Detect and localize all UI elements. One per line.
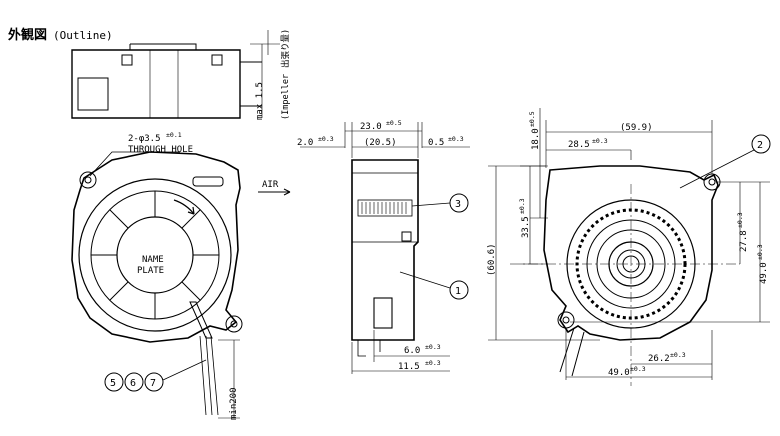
back-right-height1: 27.8 (739, 230, 749, 252)
side-bottom-dim1-tol: ±0.3 (425, 343, 441, 351)
balloon-3: 3 (455, 199, 461, 210)
back-right-height1-tol: ±0.3 (736, 212, 744, 228)
impeller-note-label: (Impeller (281, 74, 291, 120)
back-hole-x-tol: ±0.3 (592, 137, 608, 145)
impeller-note-jp-label: 出張り量) (280, 29, 291, 68)
drawing-title: 外観図 (Outline) (8, 24, 113, 43)
name-plate-line1: NAME (142, 255, 164, 265)
back-left-height-tol: ±0.3 (518, 198, 526, 214)
balloon-5: 5 (110, 378, 116, 389)
side-right-offset-tol: ±0.3 (448, 135, 464, 143)
side-left-offset-tol: ±0.3 (318, 135, 334, 143)
side-right-offset: 0.5 (428, 138, 444, 148)
side-bottom-dim1: 6.0 (404, 346, 420, 356)
back-bottom-dim1: 26.2 (648, 354, 670, 364)
back-top-offset-tol: ±0.5 (528, 111, 536, 127)
back-right-height2: 49.0 (759, 262, 769, 284)
balloon-7: 7 (150, 378, 156, 389)
side-width-inner: (20.5) (364, 138, 397, 148)
front-view: 2-φ3.5 ±0.1 THROUGH HOLE NAME PLATE AIR … (71, 131, 291, 420)
back-overall-height: (60.6) (487, 243, 497, 276)
hole-callout: 2-φ3.5 (128, 134, 161, 144)
side-left-offset: 2.0 (297, 138, 313, 148)
back-hole-x: 28.5 (568, 140, 590, 150)
hole-callout-tol: ±0.1 (166, 131, 182, 139)
side-bottom-dim2-tol: ±0.3 (425, 359, 441, 367)
side-view: 23.0 ±0.5 (20.5) 2.0 ±0.3 0.5 ±0.3 6.0 ±… (297, 119, 470, 374)
air-label: AIR (262, 180, 279, 190)
side-width-total: 23.0 (360, 122, 382, 132)
side-bottom-dim2: 11.5 (398, 362, 420, 372)
back-bottom-dim2: 49.0 (608, 368, 630, 378)
back-bottom-dim2-tol: ±0.3 (630, 365, 646, 373)
back-left-height: 33.5 (521, 216, 531, 238)
title-en: (Outline) (53, 29, 113, 42)
title-jp: 外観図 (8, 28, 48, 43)
side-width-total-tol: ±0.5 (386, 119, 402, 127)
back-overall-width: (59.9) (620, 123, 653, 133)
back-view: (59.9) 28.5 ±0.3 18.0 ±0.5 33.5 ±0.3 (60… (487, 108, 771, 386)
through-hole-label: THROUGH HOLE (128, 145, 193, 155)
top-view: max 1.5 (Impeller 出張り量) (71, 29, 291, 120)
lead-length-label: min200 (229, 387, 239, 420)
back-top-offset: 18.0 (531, 128, 541, 150)
balloon-2: 2 (757, 140, 763, 151)
balloon-6: 6 (130, 378, 136, 389)
impeller-protrusion-label: max 1.5 (255, 82, 265, 120)
balloon-1: 1 (455, 286, 461, 297)
name-plate-line2: PLATE (137, 266, 164, 276)
back-bottom-dim1-tol: ±0.3 (670, 351, 686, 359)
back-right-height2-tol: ±0.3 (756, 244, 764, 260)
